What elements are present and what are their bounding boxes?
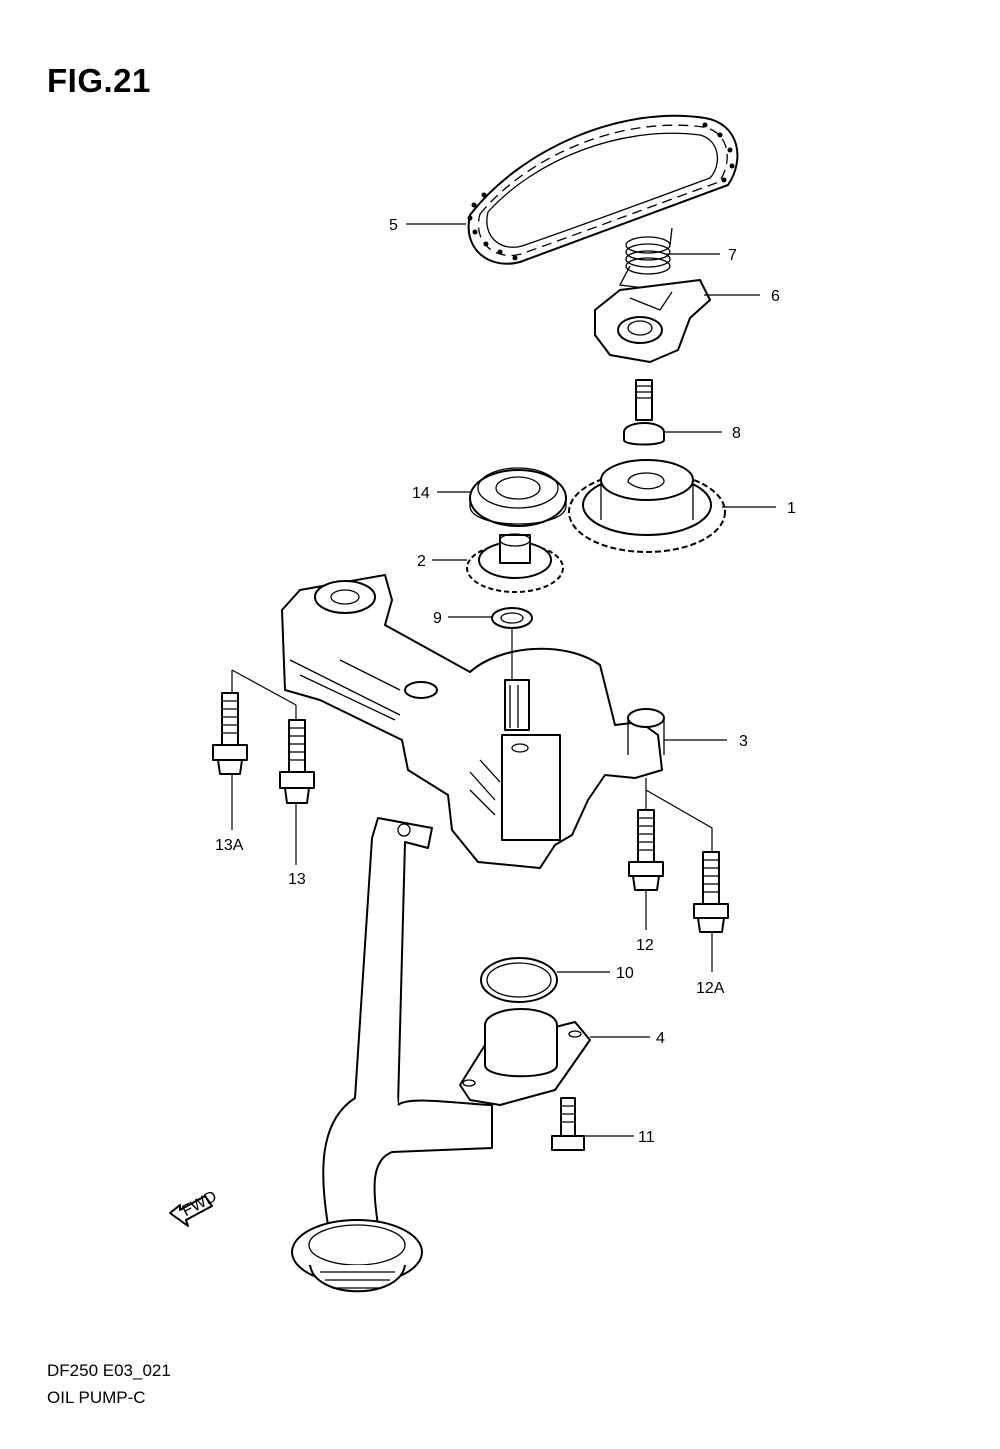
- part-13a-bolt: [212, 692, 248, 775]
- callout-14: 14: [412, 485, 430, 502]
- callout-4: 4: [656, 1030, 665, 1047]
- oil-strainer-pipe: [291, 817, 493, 1293]
- callout-labels: 1 2 3 4 5 6 7 8 9 10 11 12 12A 13 13A 14: [215, 217, 796, 1146]
- part-10-o-ring: [480, 957, 558, 1003]
- part-8-shoulder-bolt: [623, 379, 665, 446]
- callout-5: 5: [389, 217, 398, 234]
- leader-lines: [231, 223, 776, 1137]
- callout-12: 12: [636, 937, 654, 954]
- callout-7: 7: [728, 247, 737, 264]
- part-4-flange: [459, 1008, 591, 1106]
- part-2-gear: [466, 533, 564, 593]
- part-3-oil-pump: [281, 574, 665, 869]
- part-5-chain: [467, 114, 739, 265]
- callout-1: 1: [787, 500, 796, 517]
- figure-name: OIL PUMP-C: [47, 1388, 146, 1407]
- figure-code: DF250 E03_021: [47, 1361, 171, 1380]
- part-12a-bolt: [693, 851, 729, 933]
- part-14-bearing: [469, 467, 567, 527]
- part-13-bolt: [279, 719, 315, 804]
- svg-text:FWD: FWD: [180, 1188, 220, 1220]
- callout-3: 3: [739, 733, 748, 750]
- callout-12a: 12A: [696, 980, 725, 997]
- callout-13a: 13A: [215, 837, 244, 854]
- part-7-spring: [618, 227, 673, 291]
- callout-13: 13: [288, 871, 306, 888]
- part-6-tensioner: [594, 279, 711, 363]
- callout-6: 6: [771, 288, 780, 305]
- figure-title: FIG.21: [47, 62, 151, 99]
- callout-11: 11: [638, 1129, 655, 1146]
- part-9-washer: [491, 607, 533, 629]
- callout-2: 2: [417, 553, 426, 570]
- callout-8: 8: [732, 425, 741, 442]
- part-1-sprocket: [568, 459, 726, 553]
- fwd-arrow-icon: FWD: [169, 1188, 220, 1227]
- callout-10: 10: [616, 965, 634, 982]
- part-11-bolt: [551, 1097, 585, 1151]
- callout-9: 9: [433, 610, 442, 627]
- part-12-bolt: [628, 809, 664, 891]
